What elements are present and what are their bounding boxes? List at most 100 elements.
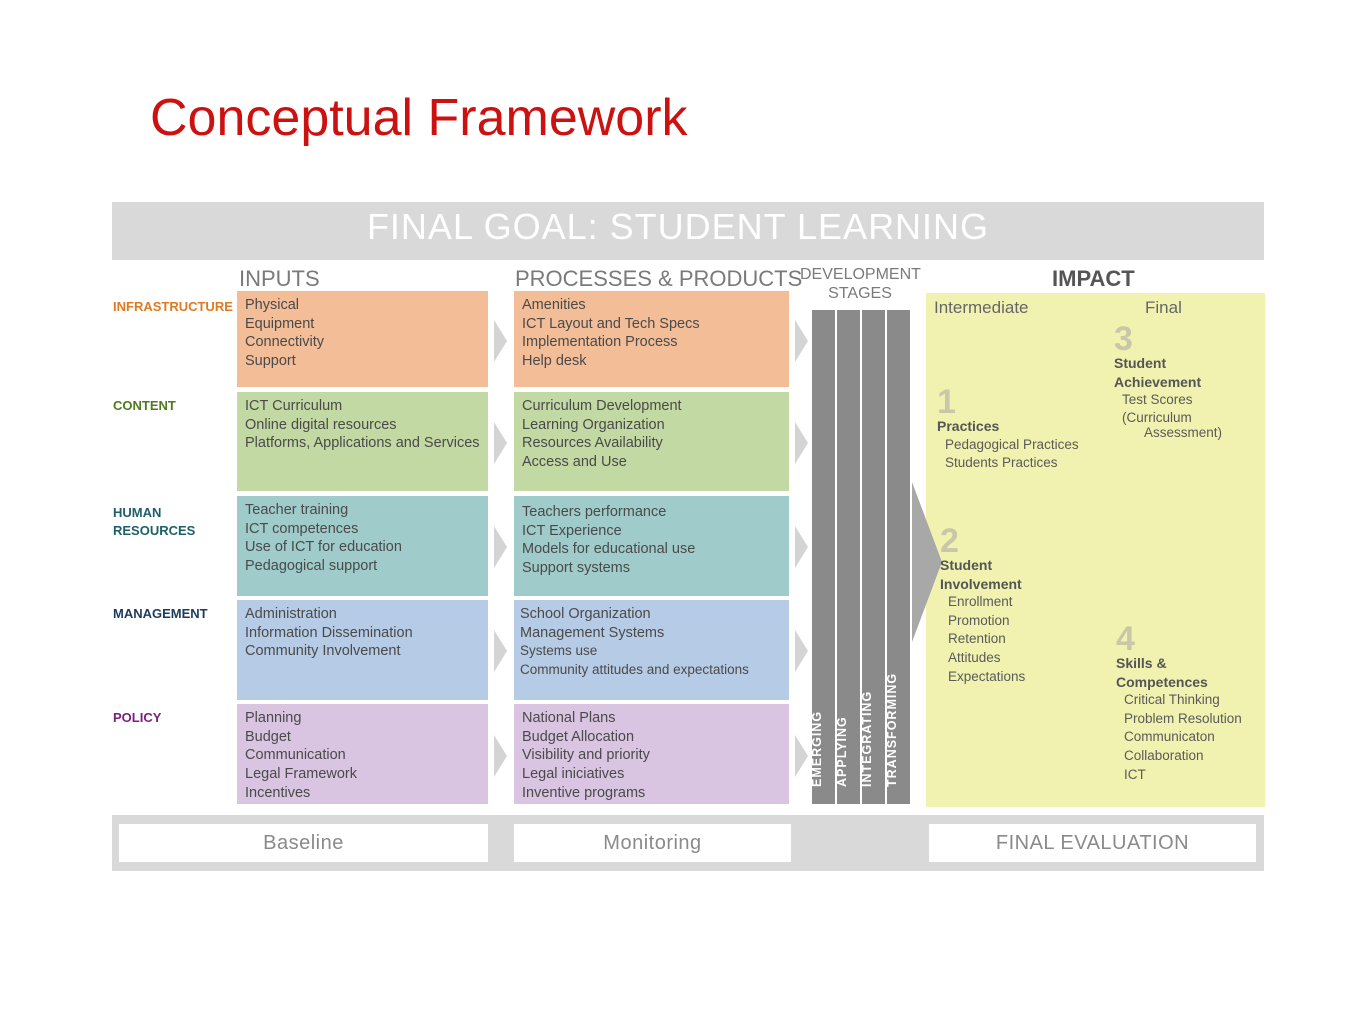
input-item: Online digital resources <box>245 416 397 433</box>
stage-label: INTEGRATING <box>859 690 874 787</box>
stage-bar-emerging: EMERGING <box>810 310 835 804</box>
impact-title: Competences <box>1116 673 1208 690</box>
process-item: National Plans <box>522 710 616 726</box>
process-item: ICT Layout and Tech Specs <box>522 315 700 332</box>
impact-block-student-involvement: 2 Student Involvement Enrollment Promoti… <box>940 524 1025 687</box>
input-item: Budget <box>245 728 291 745</box>
inputs-box-content: ICT Curriculum Online digital resources … <box>237 392 488 491</box>
process-item: ICT Experience <box>522 522 622 539</box>
processes-box-infrastructure: Amenities ICT Layout and Tech Specs Impl… <box>514 291 789 387</box>
input-item: Pedagogical support <box>245 558 378 575</box>
process-item: Learning Organization <box>522 416 665 433</box>
chevron-right-icon <box>494 735 507 777</box>
stage-bar-applying: APPLYING <box>834 310 860 804</box>
stage-bar-integrating: INTEGRATING <box>859 310 885 804</box>
impact-item: Critical Thinking <box>1124 692 1220 707</box>
input-item: Teacher training <box>245 502 349 518</box>
inputs-header: INPUTS <box>239 266 320 291</box>
impact-block-student-achievement: 3 Student Achievement Test Scores (Curri… <box>1114 322 1222 440</box>
development-header-line: DEVELOPMENT <box>800 266 921 283</box>
impact-title: Involvement <box>940 575 1022 592</box>
input-item: Platforms, Applications and Services <box>245 435 480 452</box>
chevron-right-icon <box>494 526 507 568</box>
input-item: Community Involvement <box>245 643 401 660</box>
row-label-management: MANAGEMENT <box>113 606 208 621</box>
process-item: Amenities <box>522 297 586 313</box>
row-label-line: RESOURCES <box>113 523 196 538</box>
chevron-right-icon <box>494 320 507 362</box>
input-item: Information Dissemination <box>245 624 413 641</box>
process-item: Management Systems <box>520 624 665 641</box>
chevron-right-icon <box>795 422 808 464</box>
process-item: Resources Availability <box>522 435 663 452</box>
row-label-policy: POLICY <box>113 710 162 725</box>
impact-final-label: Final <box>1145 298 1182 317</box>
development-header-line: STAGES <box>828 285 892 302</box>
chevron-right-icon <box>795 630 808 672</box>
inputs-box-policy: Planning Budget Communication Legal Fram… <box>237 704 488 804</box>
input-item: Incentives <box>245 784 311 801</box>
impact-number: 4 <box>1116 620 1135 658</box>
process-item: Models for educational use <box>522 541 696 558</box>
processes-header: PROCESSES & PRODUCTS <box>515 266 803 291</box>
impact-panel <box>926 293 1265 807</box>
impact-header: IMPACT <box>1052 266 1135 291</box>
processes-box-policy: National Plans Budget Allocation Visibil… <box>514 704 789 804</box>
process-item: Legal iniciatives <box>522 766 625 783</box>
input-item: Planning <box>245 710 302 726</box>
input-item: Equipment <box>245 315 315 332</box>
input-item: Use of ICT for education <box>245 539 402 556</box>
processes-box-content: Curriculum Development Learning Organiza… <box>514 392 789 491</box>
inputs-box-infrastructure: Physical Equipment Connectivity Support <box>237 291 488 387</box>
input-item: Communication <box>245 747 346 764</box>
impact-item: Communicaton <box>1124 729 1215 745</box>
row-label-line: HUMAN <box>113 505 162 520</box>
input-item: Legal Framework <box>245 766 358 783</box>
process-item: Support systems <box>522 560 630 577</box>
impact-intermediate-label: Intermediate <box>934 298 1029 317</box>
development-stages-header: DEVELOPMENT STAGES <box>800 265 921 303</box>
baseline-box: Baseline <box>119 824 488 862</box>
impact-item: Expectations <box>948 668 1026 684</box>
input-item: Administration <box>245 606 337 622</box>
processes-box-human-resources: Teachers performance ICT Experience Mode… <box>514 496 789 596</box>
inputs-box-management: Administration Information Dissemination… <box>237 600 488 700</box>
impact-item: Retention <box>948 631 1006 647</box>
impact-title: Achievement <box>1114 373 1202 390</box>
process-item: Access and Use <box>522 454 627 471</box>
input-item: Physical <box>245 297 299 313</box>
processes-box-management: School Organization Management Systems S… <box>514 600 789 700</box>
goal-bar <box>112 202 1264 260</box>
inputs-box-human-resources: Teacher training ICT competences Use of … <box>237 496 488 596</box>
stage-label: APPLYING <box>834 716 849 787</box>
impact-item: Promotion <box>948 612 1010 628</box>
goal-title: FINAL GOAL: STUDENT LEARNING <box>366 206 990 247</box>
impact-title: Practices <box>937 418 1000 434</box>
process-item: Community attitudes and expectations <box>520 662 749 678</box>
final-evaluation-box: FINAL EVALUATION <box>929 824 1256 862</box>
process-item: Implementation Process <box>522 334 678 351</box>
chevron-right-icon <box>795 735 808 777</box>
impact-item: Collaboration <box>1124 748 1204 764</box>
row-label-content: CONTENT <box>113 398 176 413</box>
process-item: Inventive programs <box>522 784 646 801</box>
process-item: Visibility and priority <box>522 747 650 764</box>
process-item: School Organization <box>520 606 651 622</box>
input-item: Connectivity <box>245 334 324 351</box>
arrow-right-icon <box>912 482 942 642</box>
chevron-right-icon <box>494 422 507 464</box>
chevron-right-icon <box>494 630 507 672</box>
row-label-infrastructure: INFRASTRUCTURE <box>113 299 233 314</box>
stage-label: TRANSFORMING <box>884 672 899 787</box>
chevron-right-icon <box>795 320 808 362</box>
impact-block-practices: 1 Practices Pedagogical Practices Studen… <box>937 385 1079 473</box>
monitoring-box: Monitoring <box>514 824 791 862</box>
impact-block-skills-competences: 4 Skills & Competences Critical Thinking… <box>1116 622 1242 785</box>
impact-item: Attitudes <box>948 650 1001 666</box>
impact-item: Test Scores <box>1122 392 1193 407</box>
input-item: Support <box>245 353 296 370</box>
impact-item: Pedagogical Practices <box>945 436 1079 452</box>
impact-title: Skills & <box>1116 655 1167 671</box>
impact-title: Student <box>940 557 993 573</box>
chevron-right-icon <box>795 526 808 568</box>
